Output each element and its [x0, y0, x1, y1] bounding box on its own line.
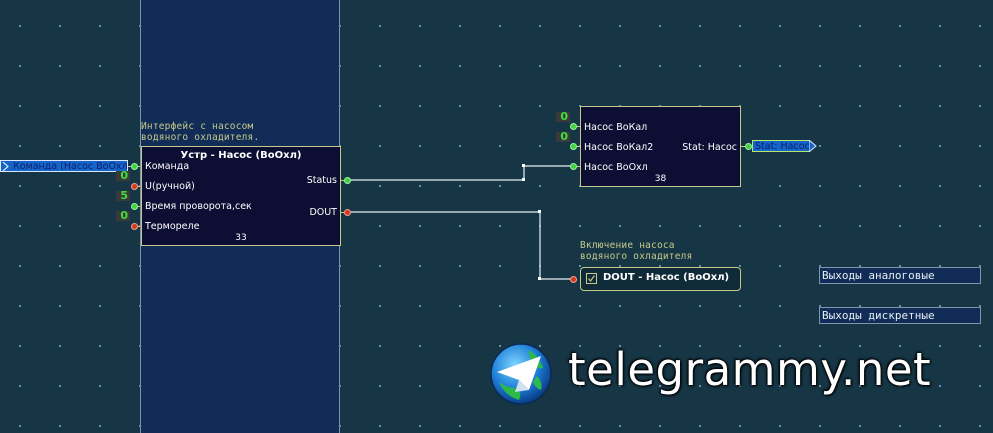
- input-pin-dout[interactable]: [570, 276, 577, 283]
- wire-status-to-input[interactable]: [349, 165, 574, 181]
- output-tag-label: Stat: Насос: [755, 141, 810, 152]
- checkbox-checked-icon[interactable]: [586, 273, 597, 284]
- pin-stub: [574, 126, 580, 127]
- output-tag-stat[interactable]: Stat: Насос: [752, 140, 810, 152]
- input-pin-pump-voohl[interactable]: [570, 163, 577, 170]
- input-label: U(ручной): [145, 181, 195, 192]
- dout-output-block[interactable]: DOUT - Насос (ВоОхл): [580, 267, 741, 291]
- constant-value[interactable]: 0: [116, 210, 130, 221]
- chevron-right-icon: [2, 162, 9, 171]
- pin-stub: [574, 146, 580, 147]
- tag-arrow-icon: [809, 140, 817, 152]
- dout-block-title: DOUT - Насос (ВоОхл): [603, 272, 730, 283]
- output-label: Status: [306, 175, 337, 186]
- dout-comment: Включение насоса водяного охладителя: [580, 240, 693, 262]
- block-title: Устр - Насос (ВоОхл): [180, 150, 302, 161]
- block-number: 38: [654, 174, 667, 184]
- output-pin-stat[interactable]: [745, 143, 752, 150]
- input-label: Термореле: [145, 221, 200, 232]
- input-label: Насос ВоКал: [584, 122, 648, 133]
- output-label: DOUT: [309, 207, 337, 218]
- input-pin-thermal-relay[interactable]: [131, 223, 138, 230]
- input-pin-command[interactable]: [131, 163, 138, 170]
- input-tag-command[interactable]: Команда (Насос ВоОхл): [0, 160, 132, 172]
- input-label: Команда: [145, 161, 190, 172]
- function-block-pump-device[interactable]: Устр - Насос (ВоОхл) Команда U(ручной) В…: [141, 146, 341, 246]
- wire-dout-to-output[interactable]: [349, 211, 574, 280]
- watermark-text: telegrammy.net: [568, 343, 932, 396]
- section-label-analog-outputs[interactable]: Выходы аналоговые: [819, 267, 981, 284]
- output-pin-dout[interactable]: [344, 209, 351, 216]
- section-label-discrete-outputs[interactable]: Выходы дискретные: [819, 307, 981, 324]
- output-pin-status[interactable]: [344, 177, 351, 184]
- wire-joint[interactable]: [538, 210, 541, 213]
- pin-stub: [574, 166, 580, 167]
- wire-joint[interactable]: [538, 277, 541, 280]
- input-label: Насос ВоОхл: [584, 162, 648, 173]
- input-pin-pump-vokal2[interactable]: [570, 143, 577, 150]
- output-label: Stat: Насос: [682, 142, 737, 153]
- block-comment: Интерфейс с насосом водяного охладителя.: [141, 121, 260, 143]
- wire-joint[interactable]: [522, 164, 525, 167]
- pin-stub: [741, 146, 747, 147]
- wire-joint[interactable]: [522, 178, 525, 181]
- block-number: 33: [235, 233, 247, 243]
- constant-value[interactable]: 0: [116, 170, 130, 181]
- input-label: Время проворота,сек: [145, 201, 252, 212]
- constant-value[interactable]: 5: [116, 190, 130, 201]
- input-tag-label: Команда (Насос ВоОхл): [13, 161, 132, 172]
- constant-value[interactable]: 0: [556, 131, 570, 142]
- input-pin-manual-u[interactable]: [131, 183, 138, 190]
- telegram-globe-logo-icon: [490, 343, 552, 405]
- input-pin-pump-vokal[interactable]: [570, 123, 577, 130]
- function-block-status[interactable]: Насос ВоКал Насос ВоКал2 Насос ВоОхл Sta…: [580, 106, 741, 187]
- input-label: Насос ВоКал2: [584, 142, 654, 153]
- input-pin-rotation-time[interactable]: [131, 203, 138, 210]
- constant-value[interactable]: 0: [556, 111, 570, 122]
